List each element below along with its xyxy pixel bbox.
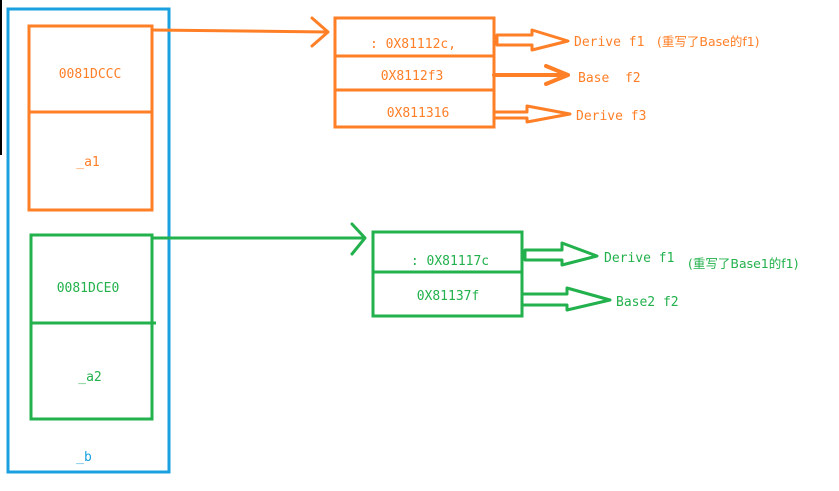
vtable1-slot-3 — [333, 88, 496, 129]
vtable1-slot-3-arrow — [492, 104, 572, 124]
vtable1-slot-1-target: Derive f1 — [574, 35, 644, 50]
vtable2-slot-2-target: Base2 f2 — [616, 295, 679, 310]
base2-vptr-value: 0081DCE0 — [57, 281, 120, 296]
vptr2-arrow — [150, 222, 367, 256]
vtable2-slot-1-note: (重写了Base1的f1) — [688, 256, 799, 271]
vtable1-slot-2-address: 0X8112f3 — [381, 69, 444, 84]
base2-member-label: _a2 — [78, 370, 101, 385]
vtable1-slot-3-target: Derive f3 — [576, 109, 646, 124]
vtable1-slot-3-address: 0X811316 — [387, 106, 450, 121]
vtable2-slot-1-arrow — [523, 241, 599, 267]
base2-member-cell — [29, 321, 154, 421]
vtable2-slot-1-address: : 0X81117c — [411, 254, 489, 269]
base-member-label: _a1 — [76, 155, 99, 170]
base-member-cell — [27, 110, 154, 212]
vtable1-slot-1-note: (重写了Base的f1) — [657, 34, 760, 49]
vtable2-slot-2-address: 0X81137f — [417, 289, 480, 304]
derived-object-label: _b — [76, 450, 92, 465]
vtable1-slot-2-target: Base f2 — [578, 71, 641, 86]
vptr1-arrow — [150, 16, 330, 48]
vtable1-slot-1-address: : 0X81112c, — [370, 37, 456, 52]
vtable2-slot-2-arrow — [520, 286, 612, 312]
vtable1-slot-1-arrow — [495, 28, 570, 52]
base2-vptr-cell — [29, 233, 154, 325]
vtable1-slot-2-arrow — [492, 64, 570, 86]
vtable2-slot-1-target: Derive f1 — [604, 251, 674, 266]
derived-object-box — [6, 7, 171, 474]
base-vptr-value: 0081DCCC — [59, 67, 122, 82]
